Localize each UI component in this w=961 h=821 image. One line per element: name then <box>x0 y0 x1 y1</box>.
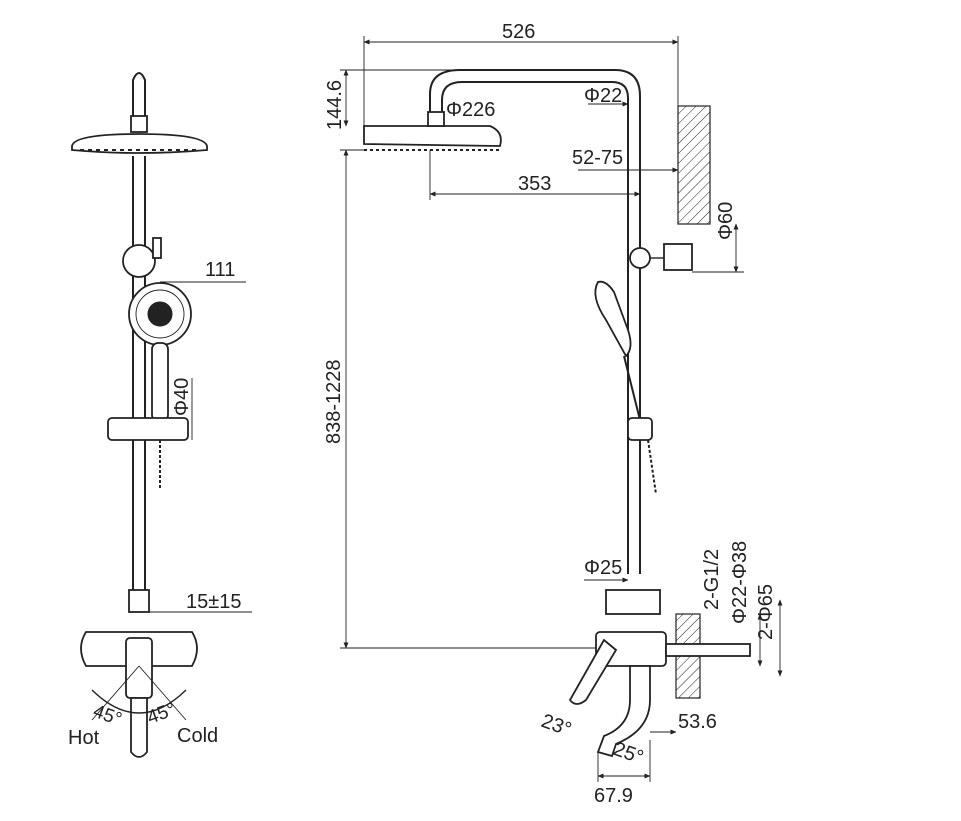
rain-shower-head <box>71 133 208 154</box>
riser-top <box>132 72 146 118</box>
label-hot: Hot <box>68 727 100 749</box>
label-25deg: 25° <box>610 738 646 769</box>
label-838-1228: 838-1228 <box>323 359 345 444</box>
hand-shower-side <box>594 280 632 358</box>
label-53-6: 53.6 <box>678 711 717 733</box>
label-phi226: Φ226 <box>446 99 495 121</box>
label-phi25: Φ25 <box>584 557 622 579</box>
label-phi40: Φ40 <box>171 378 193 416</box>
label-cover-range: Φ22-Φ38 <box>729 541 751 624</box>
bracket-side <box>629 247 651 269</box>
spout-side <box>596 665 651 758</box>
wall-bracket <box>122 244 156 278</box>
label-67-9: 67.9 <box>594 785 633 807</box>
head-connector <box>130 115 148 133</box>
slider-side <box>627 417 653 441</box>
mixer-handle <box>125 637 153 699</box>
hose-side <box>647 439 657 495</box>
diverter-side <box>605 589 661 615</box>
diverter <box>128 589 150 613</box>
slider-holder <box>107 417 189 441</box>
lever <box>568 638 618 705</box>
side-labels: 526 144.6 Φ226 Φ22 52-75 353 838-1228 Φ6… <box>323 21 777 807</box>
hand-shower-center <box>147 301 173 327</box>
label-52-75: 52-75 <box>572 147 623 169</box>
angle-arc <box>91 689 187 714</box>
label-111: 111 <box>205 259 235 281</box>
side-view <box>340 36 783 782</box>
label-353: 353 <box>518 173 551 195</box>
label-cover: 2-Φ65 <box>755 584 777 640</box>
label-144-6: 144.6 <box>324 80 346 130</box>
label-phi60: Φ60 <box>715 202 737 240</box>
label-thread: 2-G1/2 <box>701 549 723 610</box>
label-526: 526 <box>502 21 535 43</box>
front-view <box>71 72 252 758</box>
bracket-knob <box>152 237 162 259</box>
overhead-arm <box>429 69 641 574</box>
spout <box>130 697 148 758</box>
label-phi22: Φ22 <box>584 85 622 107</box>
label-23deg: 23° <box>538 710 574 741</box>
wall-upper <box>677 105 711 225</box>
hand-shower-handle <box>151 342 169 422</box>
inlet-pipe <box>665 643 751 657</box>
label-angle-right: 45° <box>145 699 179 729</box>
hand-shower-face <box>135 289 185 339</box>
rain-head-side <box>363 125 502 147</box>
label-cold: Cold <box>177 725 218 747</box>
label-15pm15: 15±15 <box>186 591 241 613</box>
